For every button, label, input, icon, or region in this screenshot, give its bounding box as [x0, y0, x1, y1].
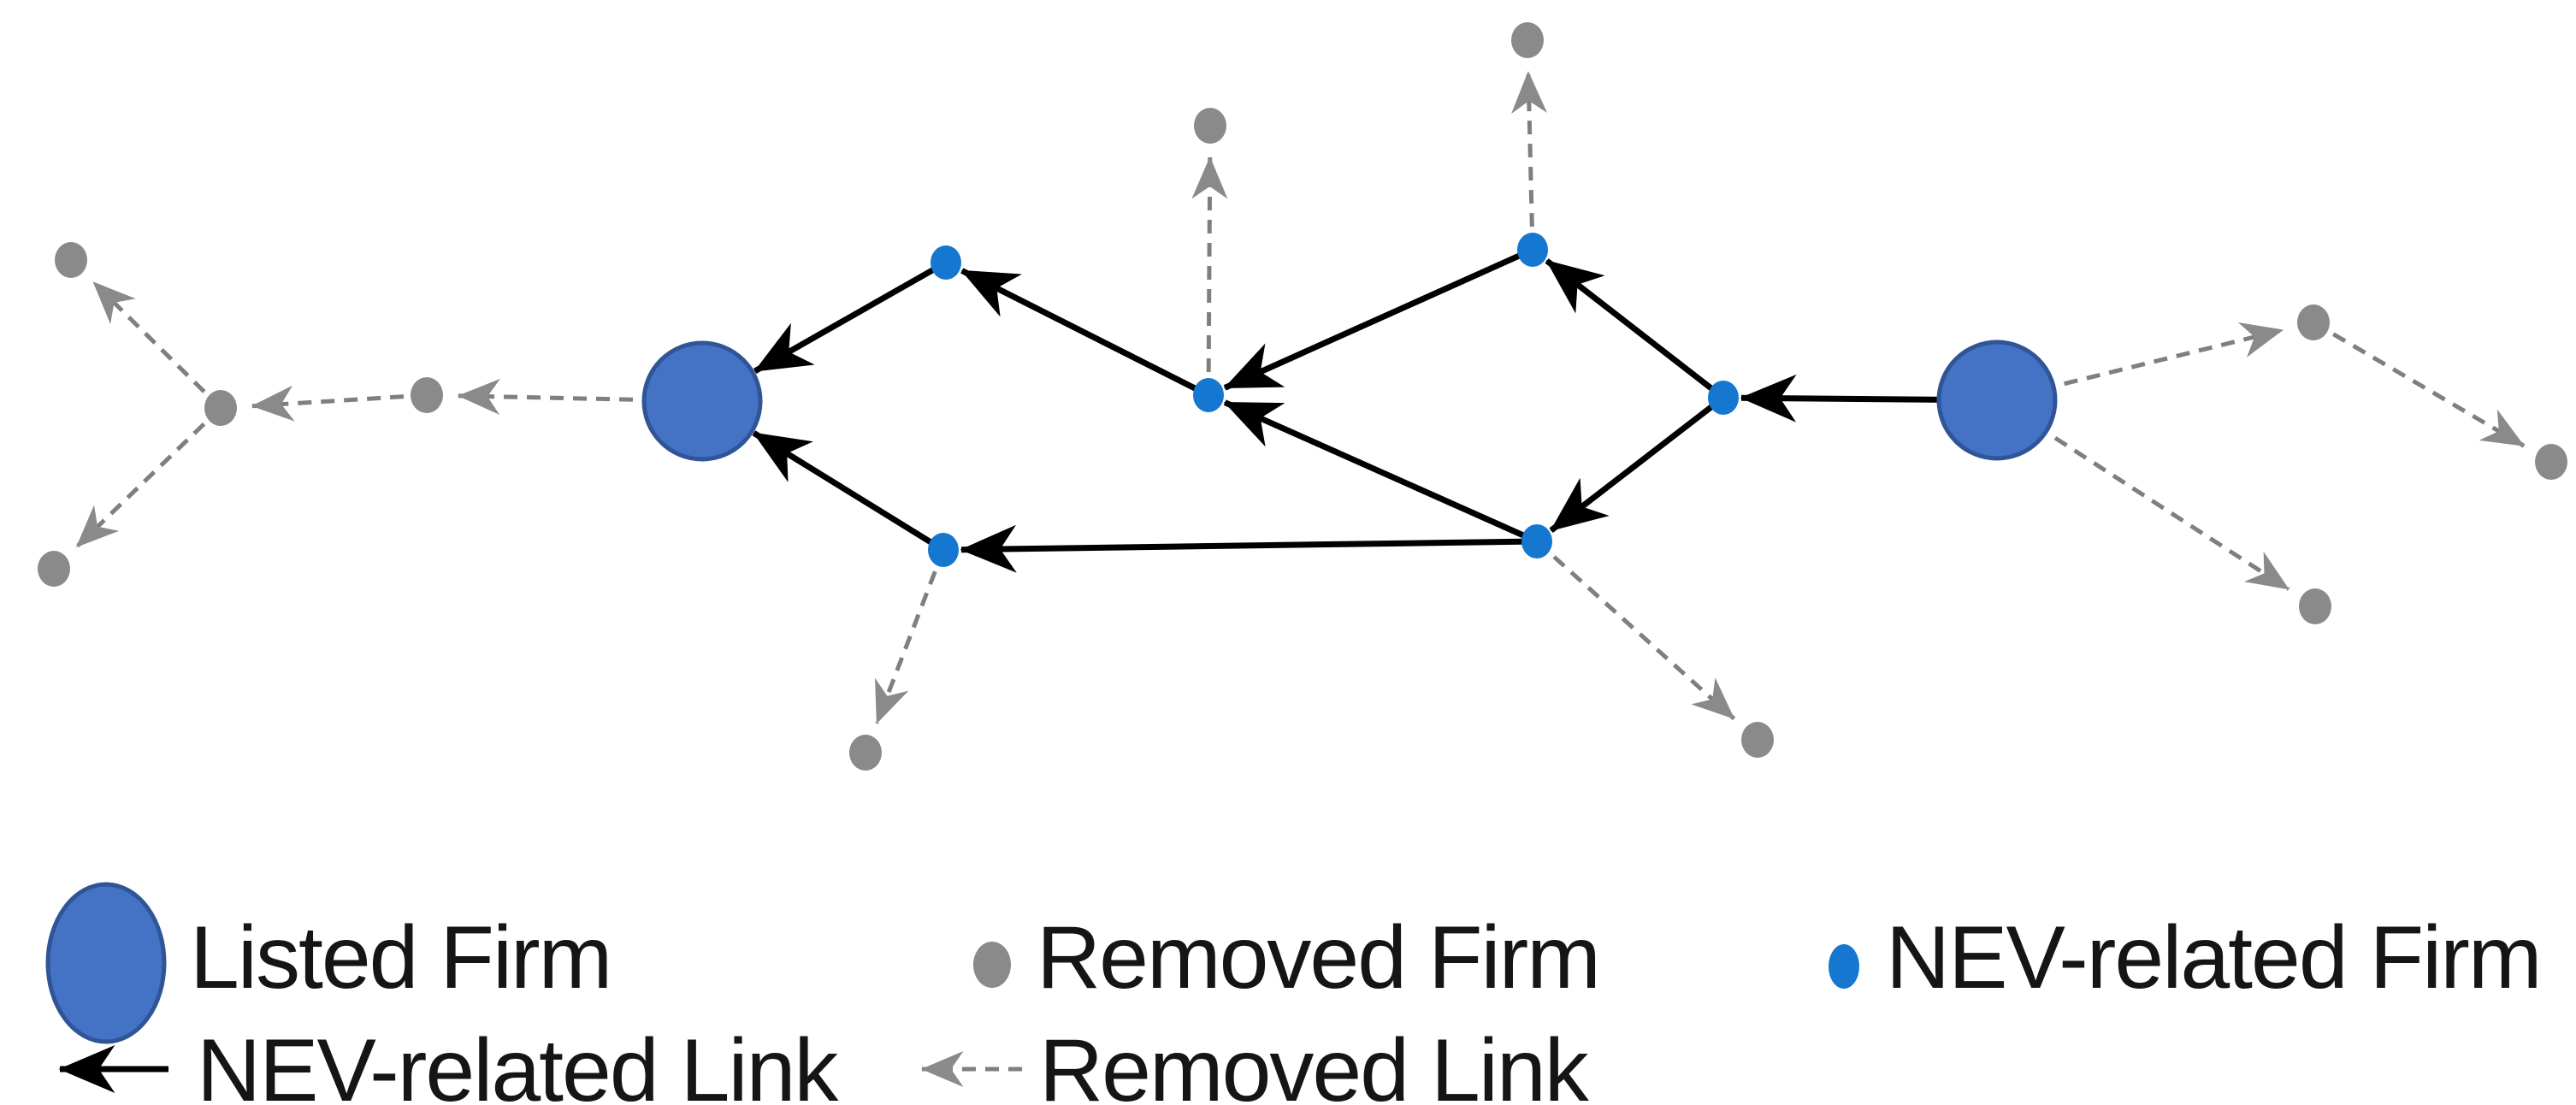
- nev-link-arrow: [960, 268, 1210, 399]
- nev-link-arrow: [1545, 258, 1726, 400]
- removed-firm-node: [1194, 108, 1226, 144]
- legend-label-listed-firm: Listed Firm: [190, 908, 611, 1008]
- removed-link-arrow: [1535, 540, 1736, 721]
- legend-label-nev-firm: NEV-related Firm: [1886, 908, 2541, 1008]
- nev-firm-node: [1708, 381, 1739, 415]
- removed-link-arrow: [251, 385, 428, 422]
- removed-links-layer: [74, 70, 2526, 724]
- removed-link-arrow: [1511, 70, 1548, 251]
- removed-firm-node: [2299, 588, 2331, 624]
- legend-label-removed-link: Removed Link: [1039, 1021, 1590, 1105]
- nev-firm-node: [931, 245, 961, 280]
- removed-firm-node: [2535, 444, 2567, 480]
- nev-link-arrow: [960, 524, 1538, 573]
- legend-removed-firm-marker: [973, 942, 1011, 988]
- removed-firm-node: [411, 377, 443, 413]
- nev-links-layer: [752, 246, 1998, 573]
- legend-nev-firm-marker: [1829, 944, 1859, 989]
- nev-firm-node: [1521, 524, 1552, 558]
- removed-link-arrow: [457, 378, 703, 415]
- nev-link-arrow: [1223, 399, 1539, 545]
- removed-firm-node: [1511, 22, 1544, 58]
- nev-link-arrow: [1223, 246, 1534, 391]
- legend-label-nev-link: NEV-related Link: [197, 1021, 839, 1105]
- removed-link-arrow: [874, 549, 946, 724]
- listed-firm-node: [1936, 340, 2058, 461]
- nev-link-arrow: [753, 259, 948, 374]
- removed-link-arrow: [1191, 156, 1228, 396]
- nev-link-arrow: [752, 430, 945, 552]
- removed-firm-node: [55, 242, 87, 278]
- nev-link-arrow: [1549, 395, 1726, 533]
- listed-firm-node: [641, 340, 763, 462]
- removed-link-arrow: [2312, 320, 2526, 448]
- legend-listed-firm-marker: [45, 882, 167, 1044]
- removed-firm-node: [38, 551, 70, 587]
- removed-link-arrow: [92, 281, 222, 410]
- legend: Listed Firm Removed Firm NEV-related FirmN…: [45, 882, 2543, 1105]
- nodes-layer: [38, 22, 2567, 771]
- removed-firm-node: [2297, 304, 2330, 340]
- removed-firm-node: [1741, 722, 1774, 758]
- removed-firm-node: [849, 735, 882, 771]
- legend-label-removed-firm: Removed Firm: [1037, 908, 1599, 1008]
- removed-link-arrow: [74, 406, 222, 549]
- removed-firm-node: [204, 390, 237, 426]
- nev-firm-node: [1193, 378, 1224, 412]
- nev-firm-node: [1517, 233, 1548, 267]
- nev-firm-node: [928, 533, 959, 567]
